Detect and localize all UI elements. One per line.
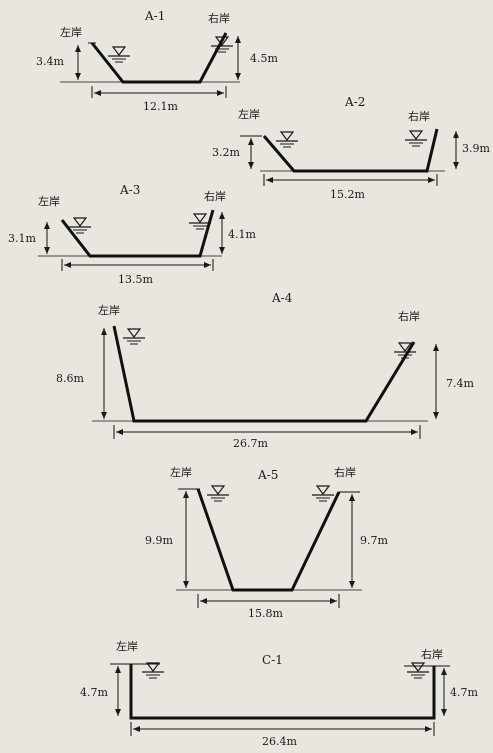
section-a4-width: 26.7m (233, 437, 268, 450)
section-a4-left-bank: 左岸 (98, 304, 120, 317)
section-c1-width: 26.4m (262, 735, 297, 748)
section-c1-right-water-level-icon (406, 662, 430, 679)
section-c1-right-bank: 右岸 (421, 647, 443, 661)
section-a2-left-depth: 3.2m (212, 146, 240, 159)
section-a2: A-2 左岸 右岸 3.2m 3.9m 15.2m (212, 95, 490, 201)
section-c1-left-depth: 4.7m (80, 686, 108, 699)
section-a5: A-5 左岸 右岸 9.9m 9.7m 15.8m (145, 465, 388, 620)
section-a3-left-bank: 左岸 (38, 195, 60, 208)
section-a1-profile (90, 32, 228, 84)
section-a1-left-water-level-icon (107, 46, 131, 63)
section-a5-profile (196, 488, 341, 592)
section-a4-left-depth: 8.6m (56, 372, 84, 385)
section-a2-right-bank: 右岸 (408, 109, 430, 123)
section-a5-width: 15.8m (248, 607, 283, 620)
section-a1-width: 12.1m (143, 100, 178, 113)
section-a1-right-depth: 4.5m (250, 52, 278, 65)
section-a1-left-bank: 左岸 (60, 26, 82, 39)
section-a5-right-bank: 右岸 (334, 465, 356, 479)
section-a2-left-bank: 左岸 (238, 108, 260, 121)
section-a2-right-water-level-icon (404, 130, 428, 147)
section-a4: A-4 左岸 右岸 8.6m 7.4m 26.7m (56, 291, 474, 450)
section-c1-left-bank: 左岸 (116, 640, 138, 653)
section-a2-left-water-level-icon (275, 131, 299, 148)
section-c1: C-1 左岸 右岸 4.7m 4.7m 26.4m (80, 640, 478, 748)
section-a1: A-1 左岸 右岸 3.4m 4.5m 12.1m (36, 9, 278, 113)
section-a3: A-3 左岸 右岸 3.1m 4.1m 13.5m (8, 183, 256, 286)
section-a5-right-depth: 9.7m (360, 534, 388, 547)
section-a5-left-depth: 9.9m (145, 534, 173, 547)
section-a1-title: A-1 (144, 9, 165, 23)
section-a3-title: A-3 (119, 183, 140, 197)
section-a3-profile (60, 209, 215, 258)
section-a5-right-water-level-icon (311, 485, 335, 502)
section-a5-left-bank: 左岸 (170, 466, 192, 479)
section-a1-left-depth: 3.4m (36, 55, 64, 68)
section-a3-right-depth: 4.1m (228, 228, 256, 241)
section-a2-right-depth: 3.9m (462, 142, 490, 155)
section-a5-title: A-5 (257, 468, 278, 482)
section-a4-title: A-4 (271, 291, 293, 305)
section-a3-width: 13.5m (118, 273, 153, 286)
section-a2-title: A-2 (344, 95, 365, 109)
section-a3-left-water-level-icon (68, 217, 92, 234)
section-c1-title: C-1 (262, 653, 283, 667)
section-a5-left-water-level-icon (206, 485, 230, 502)
section-a3-left-depth: 3.1m (8, 232, 36, 245)
section-a1-right-bank: 右岸 (208, 11, 230, 25)
section-a2-width: 15.2m (330, 188, 365, 201)
section-a4-left-water-level-icon (122, 328, 146, 345)
section-c1-profile (129, 664, 436, 720)
section-a4-right-depth: 7.4m (446, 377, 474, 390)
section-a4-right-bank: 右岸 (398, 309, 420, 323)
section-a4-profile (112, 325, 416, 423)
section-a3-right-bank: 右岸 (204, 189, 226, 203)
section-c1-left-water-level-icon (141, 662, 165, 679)
section-c1-right-depth: 4.7m (450, 686, 478, 699)
